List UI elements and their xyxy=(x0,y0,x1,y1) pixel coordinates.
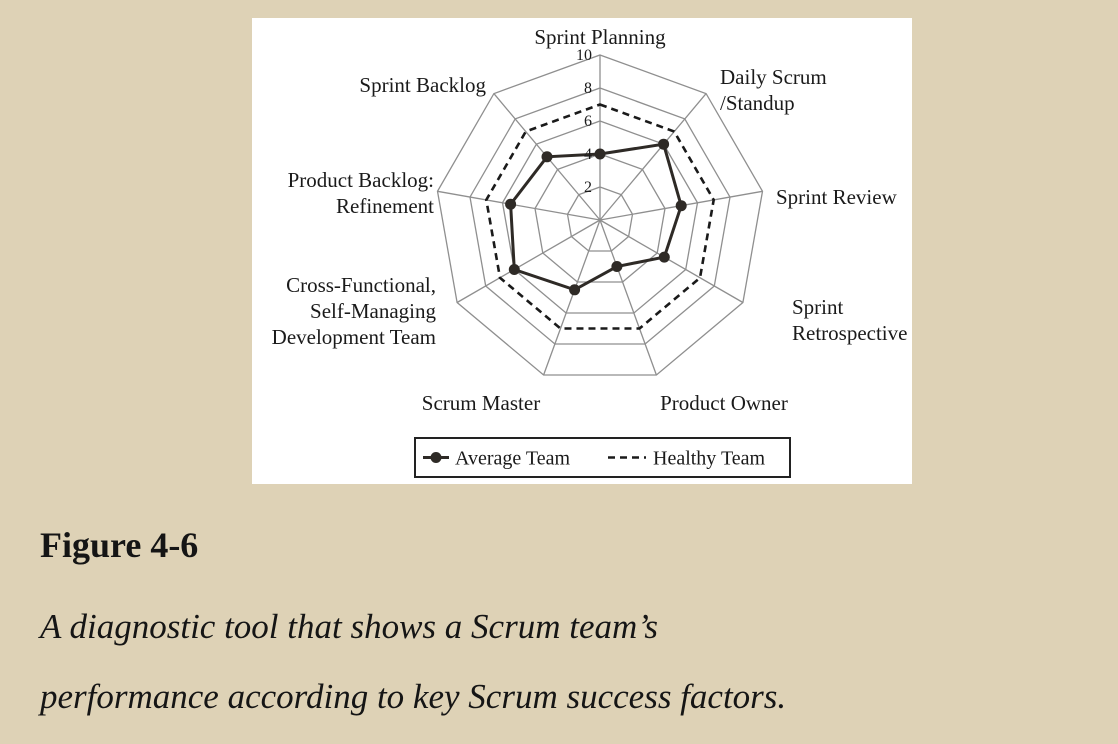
axis-spoke xyxy=(599,219,658,376)
series-healthy-team xyxy=(484,103,716,330)
grid-ring-10 xyxy=(436,54,764,376)
axis-label: Sprint Planning xyxy=(534,25,666,49)
average-team-point xyxy=(569,284,581,296)
figure-label: Figure 4-6 xyxy=(40,525,199,565)
average-team-point xyxy=(541,151,553,163)
ring-tick-label: 6 xyxy=(584,113,592,130)
ring-tick-label: 8 xyxy=(584,80,592,97)
grid-ring-8 xyxy=(469,87,731,345)
grid-ring-6 xyxy=(501,120,699,314)
axis-spoke xyxy=(599,93,707,221)
grid-ring-2 xyxy=(566,186,634,252)
grid-ring-4 xyxy=(534,153,666,283)
average-team-legend-dot-icon xyxy=(430,452,442,463)
series-average-team xyxy=(509,142,683,292)
axis-label: Scrum Master xyxy=(422,391,540,415)
ring-tick-label: 4 xyxy=(584,146,592,163)
axis-spoke xyxy=(437,190,601,221)
axis-spoke xyxy=(599,219,744,304)
axis-label: Daily Scrum/Standup xyxy=(720,65,827,115)
average-team-point xyxy=(658,138,670,150)
average-team-point xyxy=(658,251,670,263)
figure-caption: Figure 4-6 A diagnostic tool that shows … xyxy=(40,518,1100,732)
legend-label-healthy-team: Healthy Team xyxy=(653,448,766,470)
figure-caption-line-2: performance according to key Scrum succe… xyxy=(40,677,787,716)
figure-caption-line-1: A diagnostic tool that shows a Scrum tea… xyxy=(40,607,659,646)
legend-label-average-team: Average Team xyxy=(455,448,570,470)
axis-label: Sprint Backlog xyxy=(359,73,486,97)
average-team-point xyxy=(675,200,687,212)
axis-spoke xyxy=(456,219,601,304)
axis-label: Sprint Review xyxy=(776,185,898,209)
axis-spoke xyxy=(542,219,601,376)
average-team-point xyxy=(611,261,623,272)
legend: Average Team Healthy Team xyxy=(414,437,791,478)
ring-tick-label: 2 xyxy=(584,179,592,196)
axis-label: Product Backlog:Refinement xyxy=(288,168,435,218)
ring-tick-label: 10 xyxy=(576,47,592,64)
average-team-point xyxy=(594,148,606,160)
average-team-point xyxy=(508,264,520,275)
average-team-point xyxy=(505,198,517,210)
legend-box xyxy=(414,437,791,478)
axis-label: Product Owner xyxy=(660,391,788,415)
